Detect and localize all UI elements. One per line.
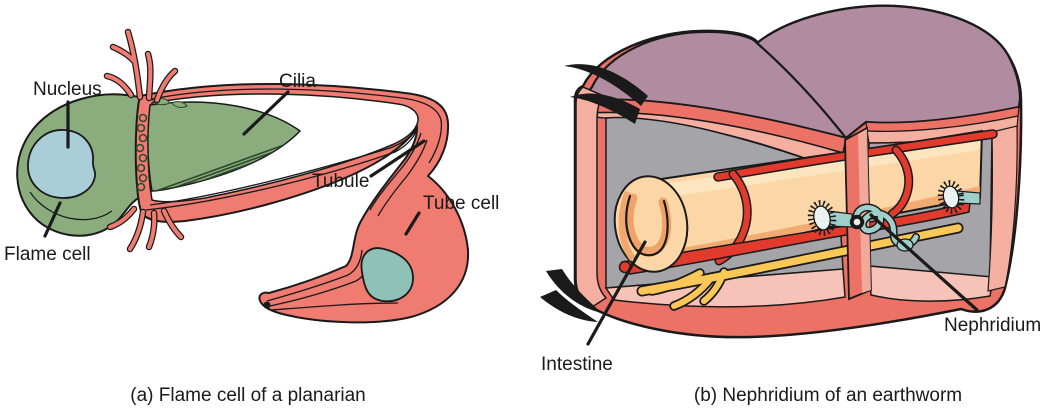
cut-face-right-inner bbox=[987, 125, 1018, 292]
ring-vessel-right bbox=[887, 145, 914, 219]
tubule-branches-top bbox=[103, 28, 179, 104]
coelom-floor-left bbox=[604, 268, 846, 308]
nephrostome-funnel-left bbox=[807, 200, 853, 236]
label-nucleus: Nucleus bbox=[33, 79, 102, 100]
intestine-face-shadow bbox=[618, 190, 636, 262]
ventral-nerve-cord bbox=[636, 222, 964, 311]
cilia-tuft bbox=[147, 101, 302, 192]
flame-cell-diagram: Nucleus Cilia Flame cell Tubule Tube cel… bbox=[4, 28, 499, 406]
coil-funnel-fringe bbox=[849, 214, 865, 230]
panel-b-caption: (b) Nephridium of an earthworm bbox=[694, 385, 962, 406]
cell-membrane-line bbox=[29, 191, 113, 221]
label-nephridium: Nephridium bbox=[944, 315, 1041, 336]
flame-cell-leader-line bbox=[43, 201, 62, 238]
label-flame-cell: Flame cell bbox=[4, 244, 91, 265]
setae-top bbox=[564, 64, 648, 124]
label-cilia: Cilia bbox=[279, 71, 316, 92]
funnel-disc bbox=[942, 185, 960, 209]
ciliary-base-loops bbox=[135, 113, 148, 192]
funnel-stem bbox=[956, 190, 981, 205]
cut-face-left bbox=[575, 86, 608, 308]
label-tube-cell: Tube cell bbox=[423, 193, 499, 214]
funnel-cilia-fringe bbox=[937, 180, 965, 214]
label-intestine: Intestine bbox=[541, 354, 613, 375]
earthworm-diagram: Intestine Nephridium (b) Nephridium of a… bbox=[540, 4, 1041, 406]
setae-bottom bbox=[540, 269, 602, 322]
funnel-cilia-fringe bbox=[807, 200, 837, 236]
funnel-disc bbox=[813, 205, 831, 231]
tubule-pore-dot bbox=[263, 301, 271, 309]
tube-cell-leader-line bbox=[404, 211, 421, 236]
intestine-leader-line bbox=[586, 240, 647, 346]
nephrostome-funnel-right bbox=[937, 180, 981, 214]
worm-dorsal-segment-right bbox=[755, 4, 1022, 140]
coelom-floor-right bbox=[868, 265, 994, 302]
tube-cell-nucleus bbox=[360, 247, 414, 303]
panel-a-caption: (a) Flame cell of a planarian bbox=[130, 385, 366, 406]
cilia-leader-line bbox=[242, 90, 290, 136]
coil-funnel-disc bbox=[852, 217, 862, 227]
label-tubule: Tubule bbox=[312, 171, 369, 192]
flame-cell-nucleus bbox=[27, 129, 97, 199]
tubule-branches-bottom bbox=[106, 205, 185, 253]
tubule-wall-lines bbox=[145, 88, 443, 311]
tubule-leader-line bbox=[369, 139, 426, 178]
typhlosole-fold bbox=[624, 193, 672, 257]
nephridium-leader-line bbox=[869, 213, 979, 312]
